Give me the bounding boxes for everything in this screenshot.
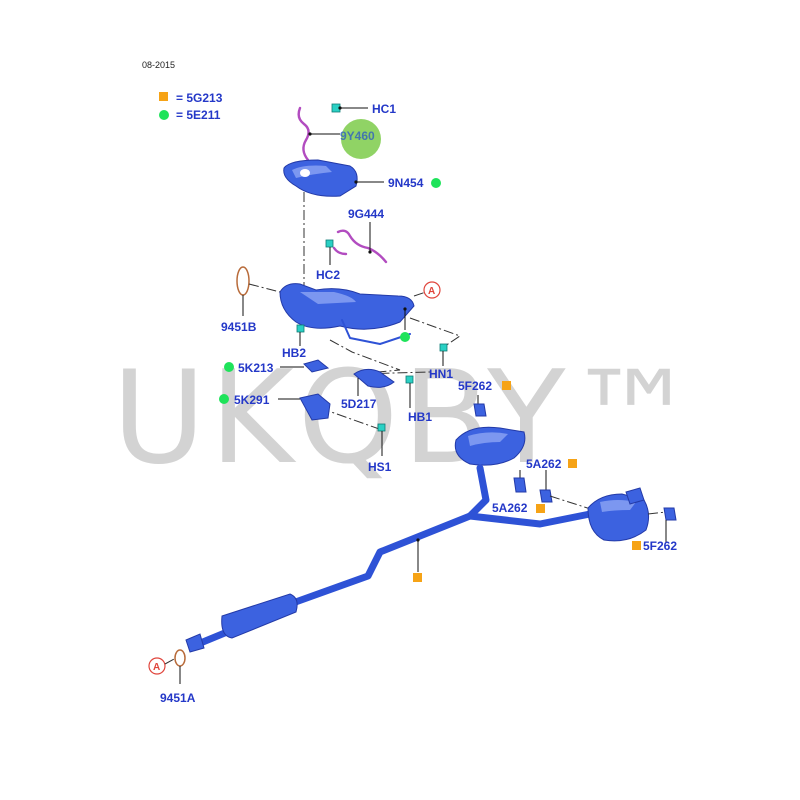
label-hs1: HS1 <box>368 460 392 474</box>
marker-converter-main-icon <box>400 332 410 342</box>
rear-muffler-bracket <box>625 487 645 505</box>
marker-5a262-lower-icon <box>536 504 545 513</box>
center-muffler-highlight <box>468 432 508 446</box>
marker-pipe-icon <box>413 573 422 582</box>
front-resonator-shape <box>221 593 298 639</box>
converter-9n454-shape <box>283 159 358 197</box>
legend: = 5G213 = 5E211 <box>159 91 223 122</box>
leader-dot <box>308 132 312 136</box>
label-5k213: 5K213 <box>238 361 274 375</box>
reference-circle-upper-icon <box>423 281 441 299</box>
hanger-5f262-upper-shape <box>473 403 487 417</box>
pipe-flange-front <box>185 633 205 653</box>
date-code: 08-2015 <box>142 60 175 70</box>
rear-muffler-highlight <box>600 500 636 512</box>
upper-sensor-group <box>297 103 381 162</box>
leader-dot <box>354 180 358 184</box>
converter-main-highlight <box>300 292 356 304</box>
sensor-hose-hc2 <box>332 246 348 256</box>
legend-item-circle: = 5E211 <box>176 108 221 122</box>
converter-main-shape <box>279 283 415 330</box>
shield-5d217-group <box>353 368 414 408</box>
highlight-circle <box>341 119 381 159</box>
label-hn1: HN1 <box>429 367 453 381</box>
sensor-hose-9g444 <box>336 229 388 264</box>
marker-9n454-icon <box>431 178 441 188</box>
mount-5k291-group <box>219 393 331 421</box>
exhaust-pipe-main <box>185 464 604 653</box>
leader-dot <box>338 106 342 110</box>
reference-label-upper: A <box>428 286 435 297</box>
label-hc1: HC1 <box>372 102 396 116</box>
clip-hb1-icon <box>405 375 414 384</box>
label-5k291: 5K291 <box>234 393 270 407</box>
clip-hn1-icon <box>439 343 448 352</box>
mount-5k291-shape <box>299 393 331 421</box>
converter-port <box>300 169 310 177</box>
legend-square-icon <box>159 92 168 101</box>
hanger-5f262-upper-group <box>473 381 511 417</box>
gasket-9451a-group: A <box>148 649 186 684</box>
label-hb2: HB2 <box>282 346 306 360</box>
label-9g444: 9G444 <box>348 207 384 221</box>
marker-5k213-icon <box>224 362 234 372</box>
label-5a262-upper: 5A262 <box>526 457 562 471</box>
hangers-5a262-group <box>513 459 601 513</box>
heat-shield-bracket <box>341 319 411 345</box>
marker-5f262-lower-icon <box>632 541 641 550</box>
label-5a262-lower: 5A262 <box>492 501 528 515</box>
center-muffler <box>454 426 526 466</box>
reference-upper-link <box>413 291 427 297</box>
label-hb1: HB1 <box>408 410 432 424</box>
label-5f262-lower: 5F262 <box>643 539 677 553</box>
hanger-5a262-b-shape <box>539 489 553 503</box>
hanger-5a262-a-shape <box>513 477 527 493</box>
sensor-hose-upper <box>297 106 310 142</box>
centerline-hs1 <box>319 407 383 431</box>
legend-item-square: = 5G213 <box>176 91 223 105</box>
centerline-gasket-b <box>248 283 281 293</box>
label-9y460: 9Y460 <box>340 129 375 143</box>
sensor-hose-upper-lower <box>302 138 310 162</box>
marker-5f262-upper-icon <box>502 381 511 390</box>
rear-muffler <box>587 487 677 550</box>
clip-hb2-icon <box>296 324 305 333</box>
exhaust-pipe-rear <box>466 508 604 528</box>
label-5f262-upper: 5F262 <box>458 379 492 393</box>
clip-hc2-icon <box>325 239 334 248</box>
label-9n454: 9N454 <box>388 176 424 190</box>
leader-dot <box>416 538 420 542</box>
label-5d217: 5D217 <box>341 397 377 411</box>
label-9451a: 9451A <box>160 691 196 705</box>
watermark-text: UKQBY™ <box>112 344 701 493</box>
gasket-9451b-icon <box>236 266 250 296</box>
catalytic-converter-main: A <box>279 281 441 346</box>
catalytic-converter-upper <box>283 159 441 197</box>
centerline-rear-muffler <box>647 511 667 515</box>
reference-circle-lower-icon <box>148 657 166 675</box>
clip-hs1-icon <box>377 423 386 432</box>
marker-5k291-icon <box>219 394 229 404</box>
centerline-hn1 <box>409 317 462 349</box>
label-9451b: 9451B <box>221 320 257 334</box>
hanger-5f262-lower-shape <box>663 507 677 521</box>
leader-dot <box>368 250 372 254</box>
mount-5k213-group <box>224 359 330 373</box>
shield-5d217-shape <box>353 368 395 388</box>
gasket-9451a-icon <box>174 649 186 667</box>
label-hc2: HC2 <box>316 268 340 282</box>
legend-circle-icon <box>159 110 169 120</box>
sensor-9g444-group <box>325 222 388 265</box>
mount-5k213-shape <box>303 359 330 373</box>
gasket-9451b-group <box>236 266 281 316</box>
reference-label-lower: A <box>153 662 160 673</box>
reference-lower-link <box>164 657 177 665</box>
marker-5a262-upper-icon <box>568 459 577 468</box>
